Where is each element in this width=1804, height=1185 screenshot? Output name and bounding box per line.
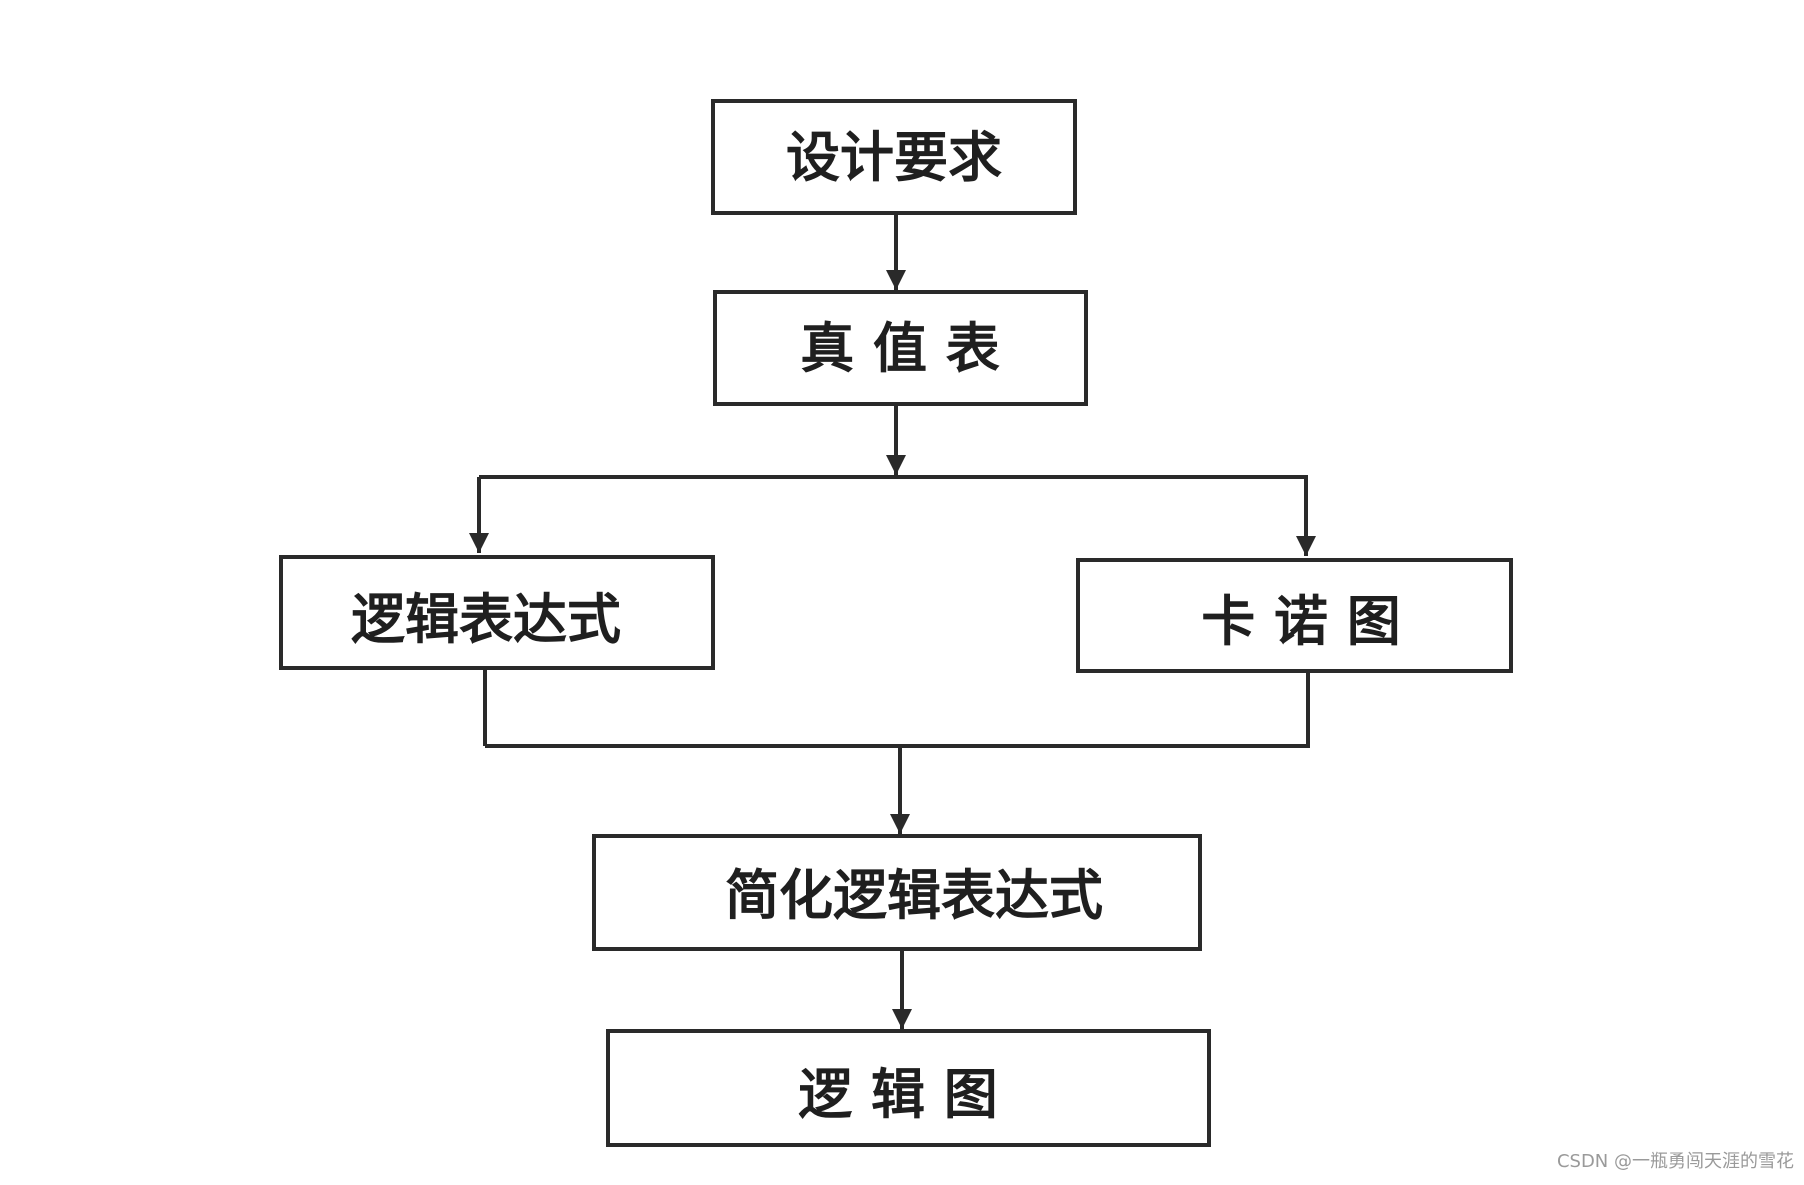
node-logic-diagram-label: 逻 辑 图 xyxy=(798,1062,998,1126)
node-truth-table: 真 值 表 xyxy=(713,290,1088,406)
node-logic-expression-label: 逻辑表达式 xyxy=(351,587,621,651)
watermark-text: CSDN @一瓶勇闯天涯的雪花 xyxy=(1556,1151,1794,1172)
node-simplified-expression-label: 简化逻辑表达式 xyxy=(725,863,1103,927)
node-karnaugh-map-label: 卡 诺 图 xyxy=(1201,589,1401,653)
node-requirements: 设计要求 xyxy=(711,99,1077,215)
node-logic-diagram: 逻 辑 图 xyxy=(606,1029,1211,1147)
node-truth-table-label: 真 值 表 xyxy=(800,316,1000,380)
node-simplified-expression: 简化逻辑表达式 xyxy=(592,834,1202,951)
node-logic-expression: 逻辑表达式 xyxy=(279,555,715,670)
node-requirements-label: 设计要求 xyxy=(786,125,1002,189)
node-karnaugh-map: 卡 诺 图 xyxy=(1076,558,1513,673)
